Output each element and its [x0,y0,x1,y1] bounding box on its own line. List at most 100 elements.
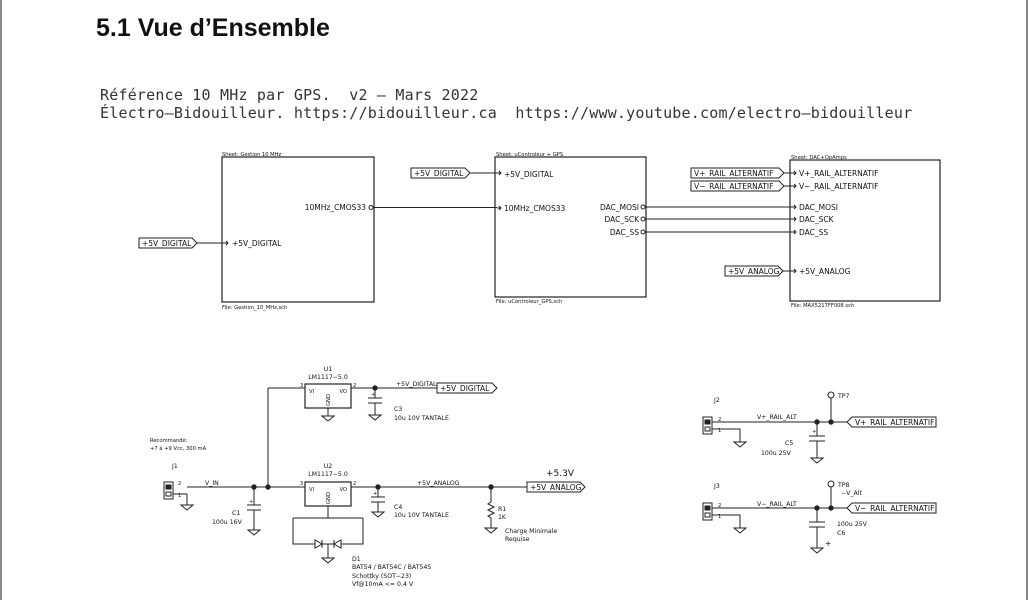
dac-pin-sck: DAC_SCK [799,215,835,224]
label-psu-5v-digital: +5V_DIGITAL [436,382,498,394]
connector-j2: J2 2 1 V+_RAIL_ALT [702,397,847,448]
label-vminus-alt: V−_RAIL_ALTERNATIF [690,180,792,192]
ucontroleur-pin-5v: +5V_DIGITAL [504,170,554,179]
page-border-right [1026,0,1028,600]
label-top-5v-digital: +5V_DIGITAL [410,167,497,179]
psu-net-5v-digital: +5V_DIGITAL [396,381,437,388]
svg-text:C6: C6 [837,530,845,537]
svg-text:VI: VI [309,487,315,493]
sheet-ucontroleur-title: Sheet: uControleur + GPS [496,152,563,158]
svg-text:TP8: TP8 [837,482,850,489]
svg-text:C3: C3 [394,406,402,413]
sheet-ucontroleur: Sheet: uControleur + GPS File: uControle… [494,152,647,305]
resistor-r1: R1 1K Charge Minimale Requise [483,487,557,543]
svg-text:BAT54 / BAT54C / BAT54S: BAT54 / BAT54C / BAT54S [352,564,431,571]
svg-text:V−_RAIL_ALTERNATIF: V−_RAIL_ALTERNATIF [694,182,773,191]
connector-j3: J3 2 1 V−_RAIL_ALT [702,483,847,534]
svg-text:VI: VI [309,389,315,395]
svg-text:100u 25V: 100u 25V [837,521,868,528]
dac-pin-5v-analog: +5V_ANALOG [799,267,851,276]
svg-text:10u 10V TANTALE: 10u 10V TANTALE [394,415,449,422]
svg-text:V+_RAIL_ALTERNATIF: V+_RAIL_ALTERNATIF [694,169,773,178]
capacitor-c3: + C3 10u 10V TANTALE [367,392,449,422]
svg-text:R1: R1 [498,506,506,513]
ucontroleur-pin-dac-ss: DAC_SS [610,228,639,237]
sheet-gestion-title: Sheet: Gestion 10 MHz [222,152,282,158]
svg-text:+: + [812,429,816,435]
svg-text:1: 1 [718,514,721,520]
svg-text:1: 1 [178,493,181,499]
sheet-gestion-10mhz: Sheet: Gestion 10 MHz File: Gestion_10_M… [221,152,375,311]
svg-text:Vf@10mA <= 0,4 V: Vf@10mA <= 0,4 V [352,580,414,588]
svg-text:2: 2 [353,383,356,389]
regulator-u1: U1 LM1117−5.0 VI VO GND 3 2 [300,366,356,422]
sheet-ucontroleur-file: File: uControleur_GPS.sch [496,299,562,305]
svg-text:3: 3 [300,383,303,389]
connector-j1: 2 1 J2 J1 Recommandé: +7 à +9 Vcc, 300 m… [150,437,207,511]
svg-text:V−_RAIL_ALTERNATIF: V−_RAIL_ALTERNATIF [855,504,934,513]
dac-pin-vminus: V−_RAIL_ALTERNATIF [799,182,878,191]
capacitor-c6: + 100u 25V C6 [809,505,868,554]
regulator-u2: U2 LM1117−5.0 VI VO GND 3 2 [300,463,356,507]
svg-text:Charge Minimale: Charge Minimale [505,528,557,535]
svg-text:2: 2 [718,503,721,509]
svg-text:10u 10V TANTALE: 10u 10V TANTALE [394,512,449,519]
page-title: 5.1 Vue d’Ensemble [96,14,330,42]
svg-text:+5V_DIGITAL: +5V_DIGITAL [414,169,464,178]
gestion-pin-5v: +5V_DIGITAL [232,239,282,248]
svg-text:D1: D1 [352,556,361,563]
svg-text:VO: VO [339,487,347,493]
svg-text:GND: GND [326,492,332,504]
svg-text:LM1117−5.0: LM1117−5.0 [308,471,348,478]
ucontroleur-pin-dac-sck: DAC_SCK [604,215,640,224]
svg-text:U1: U1 [324,366,333,373]
svg-text:J2: J2 [713,397,720,404]
label-plus53: +5.3V [546,469,575,479]
svg-text:+: + [249,499,253,505]
svg-text:+: + [825,539,831,548]
psu-net-vin: V_IN [205,480,219,487]
capacitor-c1: + C1 100u 16V [212,487,262,536]
svg-text:V+_RAIL_ALT: V+_RAIL_ALT [757,414,797,421]
svg-text:+5V_ANALOG: +5V_ANALOG [728,267,780,276]
svg-text:J3: J3 [713,483,720,490]
svg-text:+: + [373,491,377,497]
svg-text:+7 à +9 Vcc, 300 mA: +7 à +9 Vcc, 300 mA [150,445,207,452]
svg-text:Schottky (SOT−23): Schottky (SOT−23) [352,573,411,580]
svg-text:V−_RAIL_ALT: V−_RAIL_ALT [757,501,797,508]
ucontroleur-pin-10mhz: 10MHz_CMOS33 [504,204,565,213]
svg-text:1K: 1K [498,514,507,521]
svg-text:−V_Alt: −V_Alt [841,490,862,497]
svg-text:U2: U2 [324,463,333,470]
dac-pin-mosi: DAC_MOSI [799,203,838,212]
test-point-tp7: TP7 [827,391,850,425]
svg-text:LM1117−5.0: LM1117−5.0 [308,374,348,381]
capacitor-c4: + C4 10u 10V TANTALE [370,487,449,519]
svg-text:C4: C4 [394,504,402,511]
svg-text:+: + [371,392,375,398]
dac-pin-ss: DAC_SS [799,228,828,237]
svg-text:VO: VO [339,389,347,395]
sheet-dac-opamps: Sheet: DAC+OpAmps File: MAX5217FF008.sch… [789,155,941,309]
test-point-tp8: TP8 −V_Alt [827,480,862,511]
wire-vin-u1 [267,387,305,487]
sheet-gestion-file: File: Gestion_10_MHz.sch [222,305,287,311]
capacitor-c5: + C5 100u 25V [761,419,825,464]
label-vplus-alt: V+_RAIL_ALTERNATIF [690,167,792,179]
svg-text:Requise: Requise [505,536,530,543]
label-left-5v-digital: +5V_DIGITAL [138,237,224,249]
svg-text:C1: C1 [232,510,240,517]
psu-net-5v-analog: +5V_ANALOG [417,480,460,487]
schematic-header-line2: Électro—Bidouilleur. https://bidouilleur… [100,104,913,122]
ucontroleur-pin-dac-mosi: DAC_MOSI [600,203,639,212]
svg-text:+5V_DIGITAL: +5V_DIGITAL [142,239,192,248]
diode-d1: D1 BAT54 / BAT54C / BAT54S Schottky (SOT… [292,506,431,588]
svg-text:+5V_DIGITAL: +5V_DIGITAL [440,384,490,393]
svg-text:Recommandé:: Recommandé: [150,437,188,444]
dac-pin-vplus: V+_RAIL_ALTERNATIF [799,169,878,178]
label-psu-5v-analog: +5V_ANALOG [526,481,586,493]
svg-text:V+_RAIL_ALTERNATIF: V+_RAIL_ALTERNATIF [855,418,934,427]
label-j3-out: V−_RAIL_ALTERNATIF [846,502,937,514]
svg-text:J1: J1 [171,463,178,470]
